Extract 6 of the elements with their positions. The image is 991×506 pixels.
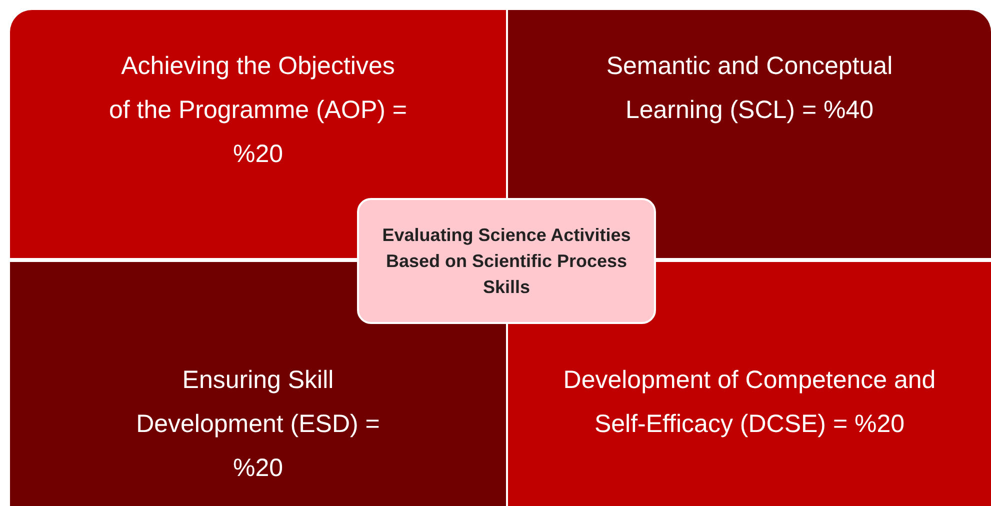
quadrant-text: Development of Competence and Self-Efficacy (DCSE) = %20 (562, 365, 937, 440)
quadrant-text: Ensuring Skill Development (ESD) = %20 (135, 365, 381, 484)
quadrant-text: Achieving the Objectives of the Programme (AOP) = %20 (108, 51, 408, 170)
quadrant-text: Semantic and Conceptual Learning (SCL) = %40 (605, 51, 894, 126)
center-text: Evaluating Science Activities Based on Scientific Process Skills (382, 224, 632, 299)
center-box (357, 198, 656, 324)
